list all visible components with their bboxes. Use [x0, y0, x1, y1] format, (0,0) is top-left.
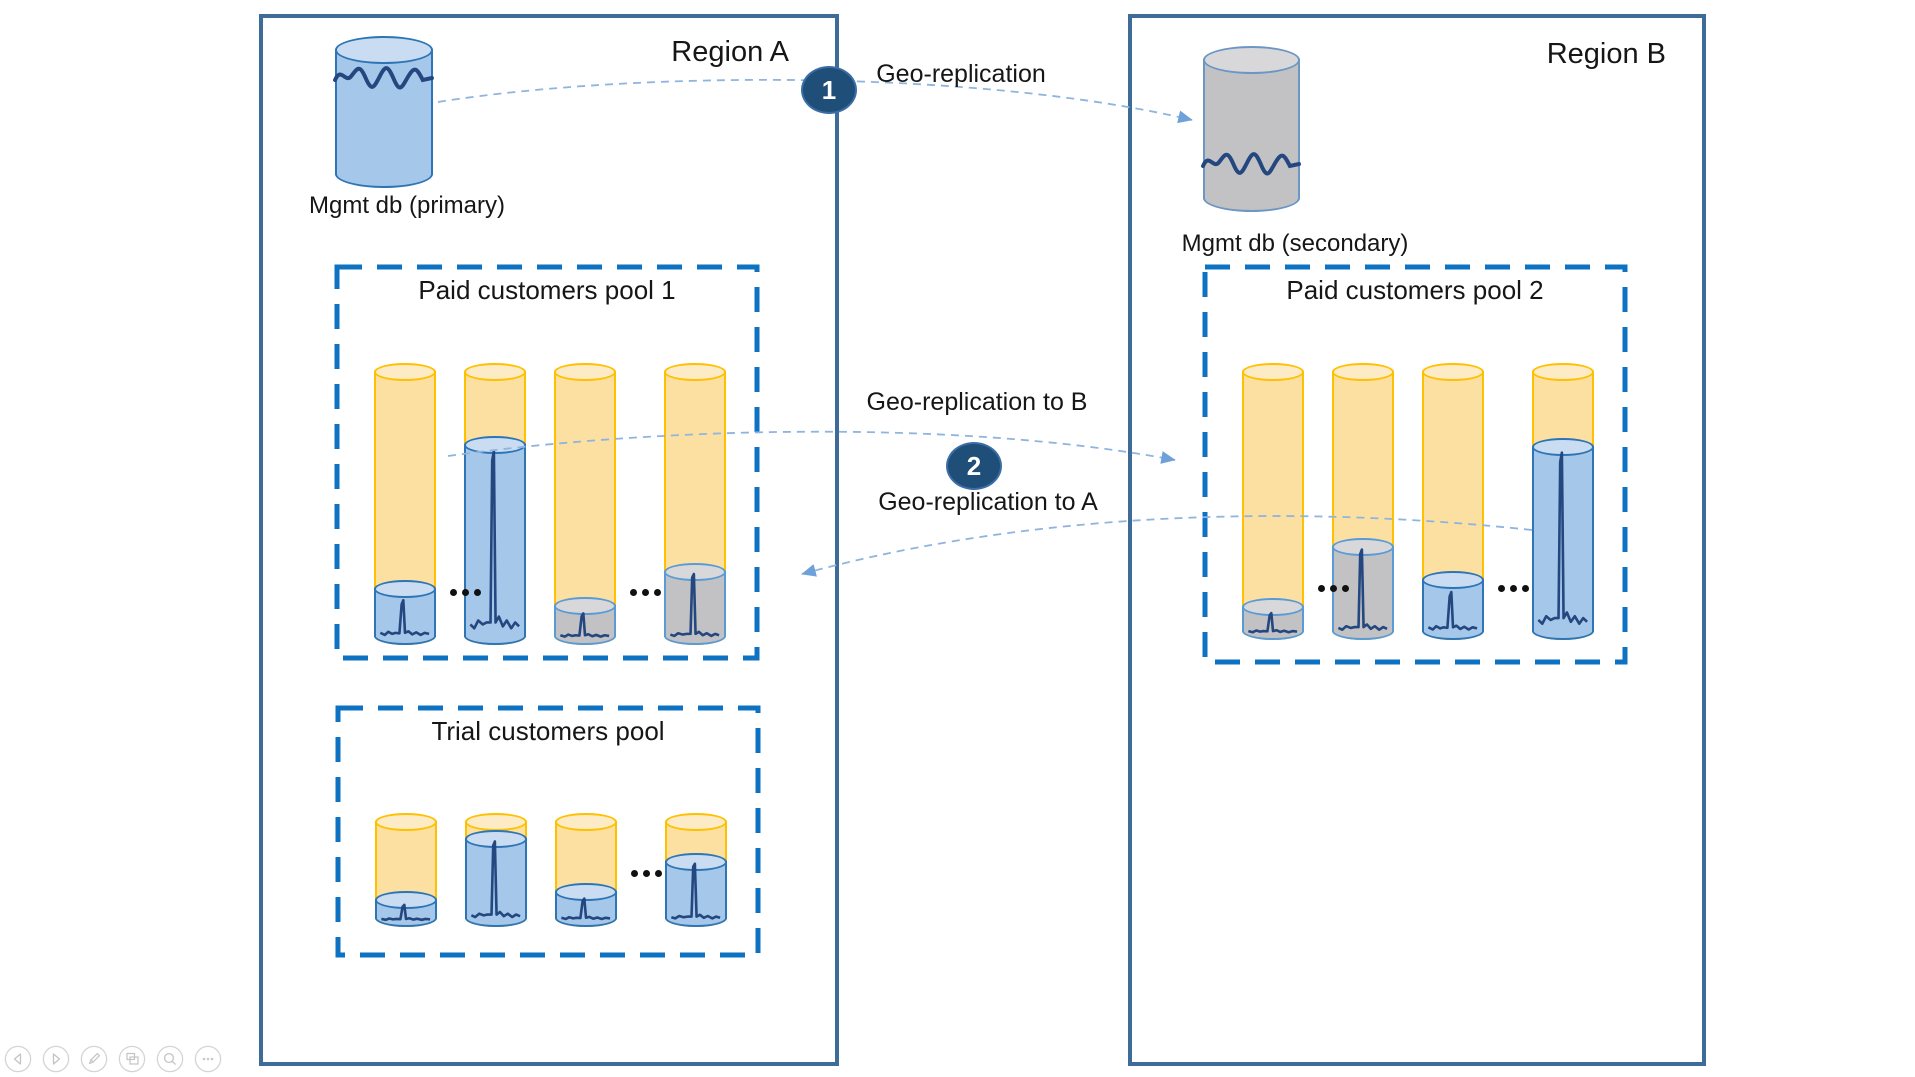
database-used-cylinder-secondary: [1242, 598, 1304, 640]
geo-replication-to-a-label: Geo-replication to A: [878, 488, 1098, 516]
zoom-slide-button[interactable]: [156, 1045, 184, 1073]
usage-spike-icon: [668, 862, 724, 922]
database-used-cylinder-primary: [375, 891, 437, 927]
more-databases-ellipsis: [630, 589, 661, 596]
geo-replication-to-b-label: Geo-replication to B: [866, 388, 1088, 416]
trial-pool-title: Trial customers pool: [431, 716, 665, 746]
usage-spike-icon: [378, 900, 434, 922]
more-options-button[interactable]: [194, 1045, 222, 1073]
usage-spike-icon: [667, 572, 723, 640]
paid-pool-1-title: Paid customers pool 1: [418, 275, 676, 305]
usage-spike-icon: [1535, 447, 1591, 635]
more-databases-ellipsis: [1318, 585, 1349, 592]
usage-spike-icon: [1425, 580, 1481, 635]
next-slide-icon: [52, 1053, 61, 1065]
previous-slide-icon: [13, 1053, 22, 1065]
database-used-cylinder-primary: [1532, 438, 1594, 640]
database-used-cylinder-primary: [464, 436, 526, 645]
slideshow-toolbar: [4, 1045, 222, 1073]
workload-squiggle-icon: [1201, 148, 1302, 178]
database-used-cylinder-secondary: [664, 563, 726, 645]
more-options-icon: [202, 1057, 214, 1061]
more-databases-ellipsis: [450, 589, 481, 596]
step-2-badge: 2: [946, 442, 1002, 490]
see-all-slides-button[interactable]: [118, 1045, 146, 1073]
mgmt-db-secondary-label: Mgmt db (secondary): [1181, 230, 1409, 257]
mgmt-db-secondary-cylinder: [1203, 46, 1300, 212]
workload-squiggle-icon: [333, 62, 435, 92]
database-used-cylinder-primary: [665, 853, 727, 927]
trial-customers-pool: Trial customers pool: [338, 708, 758, 955]
database-used-cylinder-primary: [555, 883, 617, 927]
paid-customers-pool-2: Paid customers pool 2: [1205, 267, 1625, 662]
database-used-cylinder-secondary: [554, 597, 616, 645]
paid-customers-pool-1: Paid customers pool 1: [337, 267, 757, 658]
database-used-cylinder-primary: [1422, 571, 1484, 640]
pen-icon: [88, 1053, 100, 1065]
more-databases-ellipsis: [1498, 585, 1529, 592]
region-a-title: Region A: [671, 36, 789, 68]
pen-tools-button[interactable]: [80, 1045, 108, 1073]
mgmt-db-primary-label: Mgmt db (primary): [308, 192, 506, 219]
usage-spike-icon: [377, 589, 433, 640]
see-all-slides-icon: [126, 1052, 139, 1065]
mgmt-db-primary-cylinder: [335, 36, 433, 188]
usage-spike-icon: [557, 606, 613, 640]
magnifier-icon: [163, 1052, 177, 1066]
usage-spike-icon: [468, 839, 524, 922]
database-used-cylinder-primary: [465, 830, 527, 927]
usage-spike-icon: [558, 892, 614, 922]
usage-spike-icon: [467, 445, 523, 640]
database-used-cylinder-primary: [374, 580, 436, 645]
usage-spike-icon: [1245, 607, 1301, 635]
region-b-title: Region B: [1546, 38, 1666, 70]
previous-slide-button[interactable]: [4, 1045, 32, 1073]
paid-pool-2-title: Paid customers pool 2: [1286, 275, 1544, 305]
more-databases-ellipsis: [631, 870, 662, 877]
next-slide-button[interactable]: [42, 1045, 70, 1073]
step-1-badge: 1: [801, 66, 857, 114]
